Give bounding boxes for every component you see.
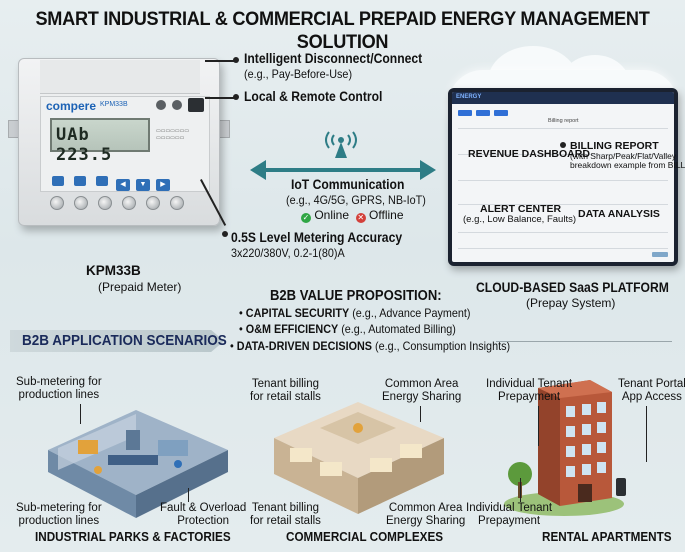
callout-line [420,406,421,422]
terminal-screw-icon [170,196,184,210]
terminal-screw-icon [50,196,64,210]
scenarios-banner-text: B2B APPLICATION SCENARIOS [22,332,227,349]
industrial-factory-illustration [38,400,234,518]
callout-alert-detail: (e.g., Low Balance, Faults) [463,214,576,225]
meter-button-row: ◀ ▼ ▶ [116,173,186,191]
arrow-left-icon [250,160,266,180]
meter-led-icon [172,100,182,110]
signal-tower-icon [321,128,361,158]
screen-header: Billing report [548,118,579,124]
callout-billing-detail: breakdown example from BILL.png) [570,160,685,170]
rental-apartment-illustration [500,378,630,518]
iot-detail: (e.g., 4G/5G, GPRS, NB-IoT) [286,193,426,207]
callout-alert-center: ALERT CENTER [480,203,562,215]
meter-face-specs: ▭▭▭▭▭▭▭▭▭▭▭▭▭ [156,128,190,141]
meter-model-tag: KPM33B [100,101,128,108]
terminal-screw-icon [146,196,160,210]
meter-brand: compere [46,99,97,113]
callout-data-analysis: DATA ANALYSIS [578,208,660,220]
callout-dot [233,94,239,100]
screen-button [458,110,472,116]
screen-topbar [452,92,674,104]
meter-port-icon [188,98,204,112]
page-title: SMART INDUSTRIAL & COMMERCIAL PREPAID EN… [35,8,650,53]
rental-scenario-name: RENTAL APARTMENTS [542,529,672,544]
callout-line [205,97,235,99]
value-prop-item: • CAPITAL SECURITY (e.g., Advance Paymen… [239,306,471,320]
screen-button [476,110,490,116]
meter-top-panel [40,60,200,94]
meter-subtitle: (Prepaid Meter) [98,280,182,294]
feature-accuracy-title: 0.5S Level Metering Accuracy [231,230,403,245]
scenarios-banner [10,330,224,352]
callout-revenue-dashboard: REVENUE DASHBOARD [468,148,590,160]
callout-billing-report: BILLING REPORT [570,140,659,152]
callout-line [646,406,647,462]
callout-line [205,60,235,62]
saas-dashboard-screen: ENERGY Billing report [448,88,678,266]
value-prop-item: • O&M EFFICIENCY (e.g., Automated Billin… [239,322,456,336]
screen-button [652,252,668,257]
industrial-scenario-name: INDUSTRIAL PARKS & FACTORIES [35,529,231,544]
callout-dot [222,231,228,237]
callout-dot [560,142,566,148]
meter-button-icon [74,176,86,186]
screen-button [494,110,508,116]
iot-status: ✓ Online ✕ Offline [301,208,404,223]
terminal-screw-icon [74,196,88,210]
callout-line [80,404,81,424]
meter-down-button-icon: ▼ [136,179,150,191]
iot-title: IoT Communication [291,177,405,192]
screen-logo: ENERGY [456,94,482,100]
terminal-screw-icon [122,196,136,210]
feature-disconnect-title: Intelligent Disconnect/Connect [244,51,423,66]
arrow-right-icon [420,160,436,180]
value-prop-item: • DATA-DRIVEN DECISIONS (e.g., Consumpti… [230,339,511,353]
meter-left-button-icon: ◀ [116,179,130,191]
callout-billing-detail: (with Sharp/Peak/Flat/Valley [570,151,677,161]
callout-dot [233,57,239,63]
value-prop-title: B2B VALUE PROPOSITION: [270,288,442,304]
commercial-mall-illustration [260,398,456,518]
meter-button-icon [52,176,64,186]
platform-subtitle: (Prepay System) [526,296,616,310]
meter-right-button-icon: ▶ [156,179,170,191]
divider-line [496,341,672,342]
meter-lcd: UAb 223.5 [50,118,150,165]
offline-x-icon: ✕ [355,213,366,223]
callout-line [188,488,189,502]
online-check-icon: ✓ [301,213,311,223]
feature-disconnect-detail: (e.g., Pay-Before-Use) [244,67,353,81]
feature-control-title: Local & Remote Control [244,89,383,104]
meter-button-icon [96,176,108,186]
iot-link-arrow [262,168,422,172]
meter-led-icon [156,100,166,110]
commercial-scenario-name: COMMERCIAL COMPLEXES [286,529,444,544]
callout-line [520,478,521,502]
callout-line [538,406,539,446]
platform-name: CLOUD-BASED SaaS PLATFORM [476,280,669,295]
meter-name: KPM33B [86,263,141,278]
feature-accuracy-detail: 3x220/380V, 0.2-1(80)A [231,246,345,260]
terminal-screw-icon [98,196,112,210]
